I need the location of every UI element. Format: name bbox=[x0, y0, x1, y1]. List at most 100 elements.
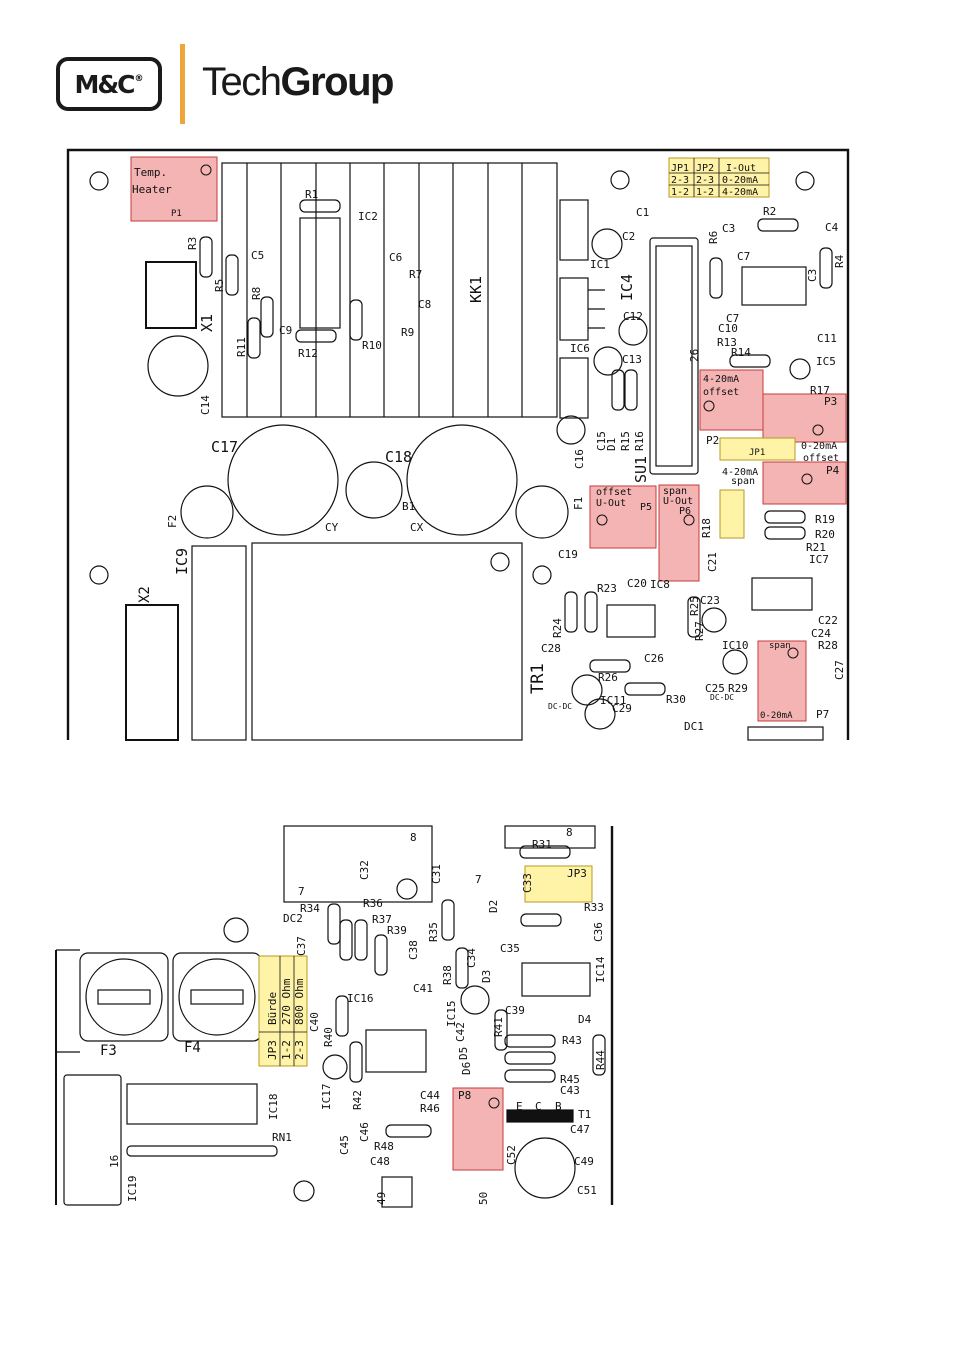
board-outline-top bbox=[66, 148, 850, 740]
label-f1: F1 bbox=[572, 497, 585, 510]
label-jp1: JP1 bbox=[749, 448, 765, 458]
label-r45: R45 bbox=[560, 1073, 580, 1086]
label-r43: R43 bbox=[562, 1034, 582, 1047]
label-r1: R1 bbox=[305, 188, 318, 201]
label-c36: C36 bbox=[592, 922, 605, 942]
label-r19: R19 bbox=[815, 513, 835, 526]
brand-bold: Group bbox=[280, 60, 395, 104]
label-c9: C9 bbox=[279, 324, 292, 337]
label-c32: C32 bbox=[358, 860, 371, 880]
label-r24: R24 bbox=[551, 618, 564, 638]
label-ic18: IC18 bbox=[267, 1094, 280, 1121]
label-dcdc-2: DC-DC bbox=[710, 693, 734, 702]
jt-h3: I-Out bbox=[726, 163, 756, 174]
burde-h2: Bürde bbox=[266, 992, 279, 1025]
label-span-uout-1: span bbox=[663, 486, 687, 497]
ic3-body bbox=[741, 266, 807, 306]
label-r21: R21 bbox=[806, 541, 826, 554]
label-ic2: IC2 bbox=[358, 210, 378, 223]
label-r3: R3 bbox=[186, 237, 199, 250]
label-heater: Heater bbox=[132, 183, 172, 196]
label-c37: C37 bbox=[295, 936, 308, 956]
label-c2: C2 bbox=[622, 230, 635, 243]
label-c44: C44 bbox=[420, 1089, 440, 1102]
connector-x1 bbox=[145, 261, 197, 329]
burde-table-bg bbox=[258, 955, 308, 1067]
label-p8: P8 bbox=[458, 1089, 471, 1102]
jt-h1: JP1 bbox=[671, 163, 689, 174]
label-r5: R5 bbox=[213, 279, 226, 292]
label-cx: CX bbox=[410, 521, 424, 534]
label-c33: C33 bbox=[521, 873, 534, 893]
jumper-table: JP1 JP2 I-Out 2-3 2-3 0-20mA 1-2 1-2 4-2… bbox=[669, 158, 769, 198]
jt-r2c2: 1-2 bbox=[696, 187, 714, 198]
label-c15: C15 bbox=[595, 431, 608, 451]
label-p7-span: span bbox=[769, 641, 791, 651]
heatsink-kk1 bbox=[221, 162, 558, 418]
bottom-board-layout: JP3 Bürde 1-2 270 Ohm 2-3 800 Ohm 8 8 7 … bbox=[55, 825, 614, 1208]
label-r36: R36 bbox=[363, 897, 383, 910]
label-d4: D4 bbox=[578, 1013, 592, 1026]
label-r28: R28 bbox=[818, 639, 838, 652]
mc-logo: M&C® bbox=[56, 57, 162, 111]
label-c27: C27 bbox=[833, 660, 846, 680]
label-r42: R42 bbox=[351, 1090, 364, 1110]
label-b1: B1 bbox=[402, 500, 415, 513]
label-c38: C38 bbox=[407, 940, 420, 960]
label-r33: R33 bbox=[584, 901, 604, 914]
p8-highlight bbox=[452, 1087, 504, 1171]
label-r20: R20 bbox=[815, 528, 835, 541]
label-c13: C13 bbox=[622, 353, 642, 366]
label-ic10: IC10 bbox=[722, 639, 749, 652]
label-c43: C43 bbox=[560, 1084, 580, 1097]
label-dc2: DC2 bbox=[283, 912, 303, 925]
label-c35: C35 bbox=[500, 942, 520, 955]
label-r7: R7 bbox=[409, 268, 422, 281]
label-ic17: IC17 bbox=[320, 1084, 333, 1111]
label-r38: R38 bbox=[441, 965, 454, 985]
label-jp3: JP3 bbox=[567, 867, 587, 880]
label-c7b: C7 bbox=[726, 312, 739, 325]
label-0-20-offset-1: 0-20mA bbox=[801, 441, 837, 452]
ic8-body bbox=[606, 604, 656, 638]
label-r46: R46 bbox=[420, 1102, 440, 1115]
label-f4: F4 bbox=[184, 1040, 201, 1056]
label-c45: C45 bbox=[338, 1135, 351, 1155]
label-ic11: IC11 bbox=[600, 694, 627, 707]
brand-light: Tech bbox=[202, 60, 282, 104]
label-r44: R44 bbox=[594, 1050, 607, 1070]
label-c3: C3 bbox=[722, 222, 735, 235]
label-c52: C52 bbox=[505, 1145, 518, 1165]
label-c6: C6 bbox=[389, 251, 402, 264]
label-c22: C22 bbox=[818, 614, 838, 627]
label-r6: R6 bbox=[707, 231, 720, 244]
label-7b: 7 bbox=[475, 873, 482, 886]
label-8b: 8 bbox=[566, 826, 573, 839]
label-c46: C46 bbox=[358, 1122, 371, 1142]
logo-mark: M&C bbox=[74, 69, 135, 99]
label-pin16: 16 bbox=[108, 1155, 121, 1168]
label-c49: C49 bbox=[574, 1155, 594, 1168]
label-x2: X2 bbox=[137, 586, 153, 603]
label-49: 49 bbox=[375, 1192, 388, 1205]
label-r10: R10 bbox=[362, 339, 382, 352]
label-r25: R25 bbox=[688, 596, 701, 616]
label-r39: R39 bbox=[387, 924, 407, 937]
label-f3: F3 bbox=[100, 1043, 117, 1059]
label-r26: R26 bbox=[598, 671, 618, 684]
fuse-f2 bbox=[180, 485, 234, 539]
label-r40: R40 bbox=[322, 1027, 335, 1047]
mount-hole bbox=[490, 552, 510, 572]
burde-r1c2: 270 Ohm bbox=[280, 978, 293, 1025]
label-span-uout-2: U-Out bbox=[663, 496, 693, 507]
label-kk1: KK1 bbox=[467, 276, 485, 303]
label-r13: R13 bbox=[717, 336, 737, 349]
label-ic8: IC8 bbox=[650, 578, 670, 591]
chip-left-8 bbox=[283, 825, 433, 903]
label-ic7: IC7 bbox=[809, 553, 829, 566]
label-r14: R14 bbox=[731, 346, 751, 359]
label-rn1: RN1 bbox=[272, 1131, 292, 1144]
label-cc: C bbox=[535, 1100, 542, 1113]
capacitor-c14 bbox=[147, 335, 209, 397]
label-f2: F2 bbox=[166, 515, 179, 528]
